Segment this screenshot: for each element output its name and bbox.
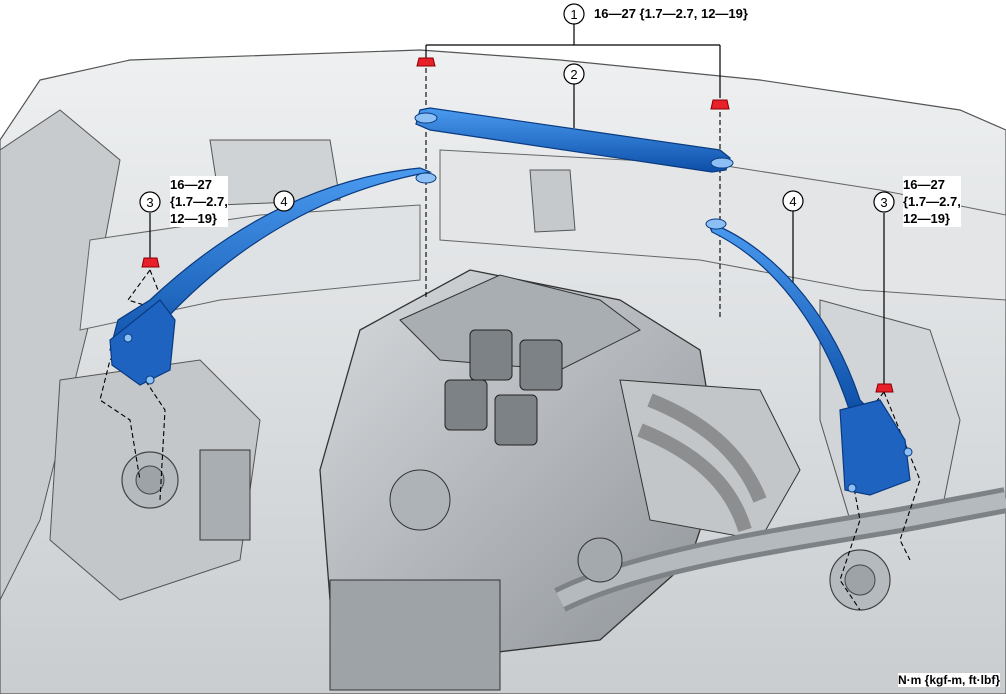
callout-3-left: 3 — [139, 191, 161, 213]
strut-bar-center — [414, 107, 734, 173]
torque-spec-left-line2: {1.7—2.7, — [170, 194, 228, 209]
torque-spec-top-line1: 16—27 {1.7—2.7, 12—19} — [594, 6, 748, 21]
callout-3-right: 3 — [873, 191, 895, 213]
svg-text:2: 2 — [570, 67, 577, 82]
torque-spec-right-line3: 12—19} — [903, 211, 950, 226]
torque-spec-left-line3: 12—19} — [170, 211, 217, 226]
callout-4-left: 4 — [273, 190, 295, 212]
engine-assembly — [199, 269, 1006, 691]
torque-spec-right-line1: 16—27 — [903, 177, 945, 192]
svg-text:4: 4 — [789, 194, 796, 209]
bolt-left-tower — [141, 257, 160, 268]
torque-spec-left: 16—27 {1.7—2.7, 12—19} — [170, 176, 228, 227]
callout-2: 2 — [563, 63, 585, 85]
bolt-top-right — [710, 99, 730, 110]
torque-spec-right: 16—27 {1.7—2.7, 12—19} — [903, 176, 961, 227]
callout-4-right: 4 — [782, 190, 804, 212]
callout-1: 1 — [563, 3, 585, 25]
bolt-right-tower — [875, 383, 894, 393]
torque-spec-right-line2: {1.7—2.7, — [903, 194, 961, 209]
svg-text:3: 3 — [146, 195, 153, 210]
torque-spec-top: 16—27 {1.7—2.7, 12—19} — [594, 5, 748, 22]
strut-bar-left — [109, 167, 437, 386]
torque-spec-left-line1: 16—27 — [170, 177, 212, 192]
svg-text:1: 1 — [570, 7, 577, 22]
bolt-top-left — [416, 57, 436, 67]
svg-text:3: 3 — [880, 195, 887, 210]
strut-bar-right — [705, 218, 913, 496]
svg-text:4: 4 — [280, 194, 287, 209]
unit-label: N·m {kgf-m, ft·lbf} — [898, 673, 1000, 687]
